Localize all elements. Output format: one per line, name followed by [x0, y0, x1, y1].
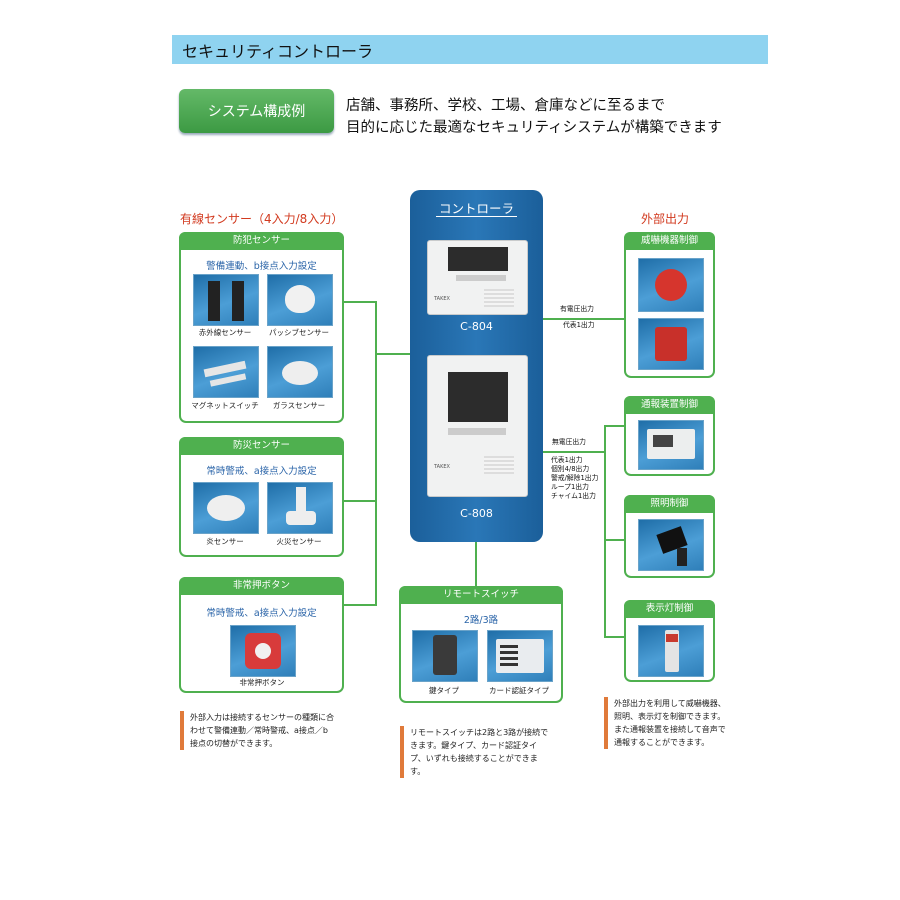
connector-line [343, 604, 377, 606]
remote-switch-subtitle: 2路/3路 [463, 615, 499, 626]
center-note-line: リモートスイッチは2路と3路が接続で [410, 728, 549, 737]
emergency-button-panel: 非常押ボタン 常時警戒、a接点入力設定 非常押ボタン [179, 577, 344, 693]
crime-sensor-subtitle: 警備連動、b接点入力設定 [206, 261, 317, 272]
connector-line [343, 301, 377, 303]
voltage-output-item: 代表1出力 [563, 321, 595, 329]
lighting-panel: 照明制御 [624, 495, 715, 578]
flame-sensor-image [193, 482, 259, 534]
left-note: 外部入力は接続するセンサーの種類に合 わせて警備連動／常時警戒、a接点／b 接点… [180, 711, 368, 750]
left-note-line: 外部入力は接続するセンサーの種類に合 [190, 713, 334, 722]
system-example-button[interactable]: システム構成例 [179, 89, 334, 133]
fire-sensor-panel: 防災センサー 常時警戒、a接点入力設定 炎センサー 火災センサー [179, 437, 344, 557]
right-note-line: 外部出力を利用して威嚇機器、 [614, 699, 726, 708]
center-note-line: す。 [410, 767, 426, 776]
fire-sensor-subtitle: 常時警戒、a接点入力設定 [206, 466, 317, 477]
emergency-button-header: 非常押ボタン [179, 577, 344, 595]
glass-sensor-label: ガラスセンサー [272, 401, 326, 410]
no-voltage-item: 警戒/解除1出力 [551, 474, 599, 482]
magnet-switch-label: マグネットスイッチ [191, 401, 259, 410]
no-voltage-output-label: 無電圧出力 [552, 438, 586, 446]
controller-title-underline [436, 216, 517, 217]
passive-sensor-image [267, 274, 333, 326]
intro-line-1: 店舗、事務所、学校、工場、倉庫などに至るまで [346, 98, 665, 114]
crime-sensor-panel: 防犯センサー 警備連動、b接点入力設定 赤外線センサー パッシブセンサー マグネ… [179, 232, 344, 423]
connector-line [543, 451, 605, 453]
external-output-title: 外部出力 [641, 212, 690, 226]
emergency-button-image [230, 625, 296, 677]
fire-sensor-label: 火災センサー [276, 537, 322, 546]
center-note-line: きます。鍵タイプ、カード認証タイ [410, 741, 537, 750]
controller-title: コントローラ [438, 201, 514, 216]
center-note-line: プ、いずれも接続することができま [410, 754, 538, 763]
controller-box: コントローラ TAKEX C-804 TAKEX C-808 [410, 190, 543, 542]
remote-switch-panel: リモートスイッチ 2路/3路 鍵タイプ カード認証タイプ [399, 586, 563, 703]
right-note: 外部出力を利用して威嚇機器、 照明、表示灯を制御できます。 また通報装置を接続し… [604, 697, 754, 749]
center-note: リモートスイッチは2路と3路が接続で きます。鍵タイプ、カード認証タイ プ、いず… [400, 726, 570, 778]
c804-device: TAKEX [427, 240, 528, 315]
title-bar: セキュリティコントローラ [172, 35, 768, 64]
right-note-line: 照明、表示灯を制御できます。 [614, 712, 726, 721]
notify-panel: 通報装置制御 [624, 396, 715, 476]
wired-sensor-title: 有線センサー（4入力/8入力） [180, 212, 344, 226]
connector-line [375, 301, 377, 606]
left-note-line: 接点の切替ができます。 [190, 739, 278, 748]
connector-line [375, 353, 411, 355]
c808-brand: TAKEX [434, 464, 450, 470]
voltage-output-label: 有電圧出力 [560, 305, 594, 313]
connector-line [475, 542, 477, 586]
c804-label: C-804 [460, 320, 493, 333]
connector-line [604, 636, 625, 638]
no-voltage-item: 代表1出力 [551, 456, 583, 464]
c808-label: C-808 [460, 507, 493, 520]
no-voltage-item: 個別4/8出力 [551, 465, 590, 473]
key-type-label: 鍵タイプ [429, 686, 459, 695]
notify-header: 通報装置制御 [624, 396, 715, 414]
strobe-image [638, 318, 704, 370]
flame-sensor-label: 炎センサー [206, 537, 244, 546]
connector-line [604, 425, 625, 427]
connector-line [604, 425, 606, 637]
key-type-image [412, 630, 478, 682]
connector-line [604, 539, 625, 541]
page-title: セキュリティコントローラ [182, 42, 374, 61]
right-note-line: 通報することができます。 [614, 738, 710, 747]
connector-line [343, 500, 377, 502]
right-note-line: また通報装置を接続して音声で [614, 725, 726, 734]
bell-image [638, 258, 704, 312]
fire-sensor-header: 防災センサー [179, 437, 344, 455]
indicator-header: 表示灯制御 [624, 600, 715, 618]
passive-sensor-label: パッシブセンサー [269, 328, 329, 337]
no-voltage-item: チャイム1出力 [551, 492, 596, 500]
lighting-header: 照明制御 [624, 495, 715, 513]
crime-sensor-header: 防犯センサー [179, 232, 344, 250]
card-auth-image [487, 630, 553, 682]
connector-line [543, 318, 625, 320]
light-image [638, 519, 704, 571]
magnet-switch-image [193, 346, 259, 398]
indicator-panel: 表示灯制御 [624, 600, 715, 682]
intro-line-2: 目的に応じた最適なセキュリティシステムが構築できます [346, 120, 722, 136]
c804-brand: TAKEX [434, 296, 450, 302]
glass-sensor-image [267, 346, 333, 398]
card-auth-label: カード認証タイプ [489, 686, 549, 695]
infrared-sensor-image [193, 274, 259, 326]
notifier-image [638, 420, 704, 470]
no-voltage-output-items: 代表1出力 個別4/8出力 警戒/解除1出力 ループ1出力 チャイム1出力 [551, 456, 598, 501]
remote-switch-header: リモートスイッチ [399, 586, 563, 604]
fire-sensor-image [267, 482, 333, 534]
indicator-image [638, 625, 704, 677]
infrared-sensor-label: 赤外線センサー [198, 328, 252, 337]
emergency-button-label: 非常押ボタン [239, 678, 285, 687]
no-voltage-item: ループ1出力 [551, 483, 589, 491]
emergency-button-subtitle: 常時警戒、a接点入力設定 [206, 608, 317, 619]
intimidate-panel: 威嚇機器制御 [624, 232, 715, 378]
intimidate-header: 威嚇機器制御 [624, 232, 715, 250]
c808-device: TAKEX [427, 355, 528, 497]
left-note-line: わせて警備連動／常時警戒、a接点／b [190, 726, 328, 735]
